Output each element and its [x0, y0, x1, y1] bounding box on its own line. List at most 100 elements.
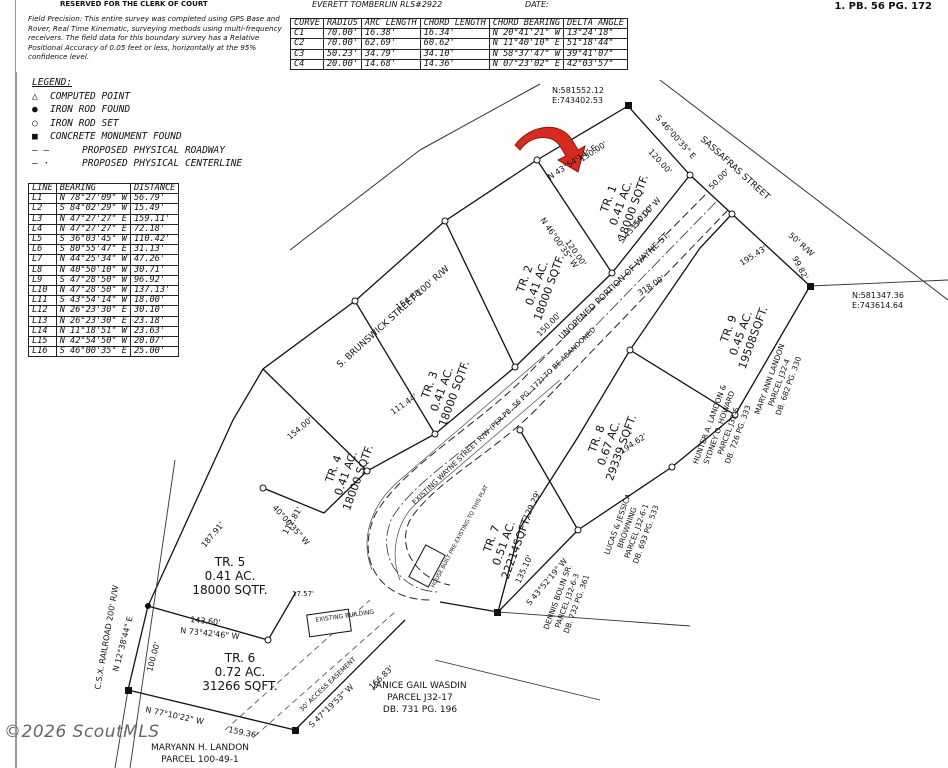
curve-table-cell: 60.62': [419, 38, 490, 50]
curve-table-cell: 16.34': [419, 28, 490, 40]
line-table-cell: 30.71': [129, 264, 180, 276]
curve-table-cell: 50.23': [322, 48, 362, 60]
line-table-cell: L16: [28, 346, 57, 358]
dim-d17: N 73°42'46" W: [180, 626, 240, 641]
line-table-cell: N 26°23'30" E: [55, 315, 131, 327]
dim-d32: 40°00'35" W: [271, 503, 312, 547]
open-circle-icon: ○: [32, 117, 38, 129]
curve-table-cell: 34.79': [360, 48, 421, 60]
line-table-cell: N 42°54'50" W: [55, 336, 131, 348]
legend-item: ●IRON ROD FOUND: [32, 104, 131, 115]
dim-d21: 159.36': [228, 725, 259, 740]
monument-se: [494, 609, 501, 616]
line-table-cell: 72.18': [129, 223, 180, 236]
tract8-9-line: [629, 349, 736, 416]
owner-landon-mary: MARY ANN LANDONPARCEL J32-4DB. 682 PG. 3…: [753, 343, 806, 423]
monuments: [125, 102, 814, 734]
line-header: LINE: [28, 182, 57, 195]
curve-table-cell: 70.00': [322, 28, 362, 40]
tract7-8-divider: [519, 429, 579, 531]
legend-item: △COMPUTED POINT: [32, 90, 131, 102]
tract2-3-line: [444, 220, 516, 368]
tract6-east: [294, 619, 406, 731]
tract7-east: [497, 529, 579, 613]
line-table-cell: L4: [28, 223, 57, 236]
curve-table-cell: N 58°37'47" W: [488, 48, 565, 60]
existing-wayne-rw: [366, 354, 561, 581]
curve-table-cell: C3: [290, 48, 324, 60]
line-table-cell: 56.79': [129, 193, 180, 205]
dim-d25: 195.43': [738, 244, 768, 268]
dim-d13: 154.00': [286, 415, 315, 441]
dim-d31: 17.57': [292, 590, 314, 598]
legend-item: ○IRON ROD SET: [32, 117, 119, 129]
tract-1-label: TR. 10.41 AC.18000 SQTF.: [591, 164, 651, 242]
line-table-cell: 15.49': [129, 203, 180, 215]
plat-reference: 1. PB. 56 PG. 172: [834, 1, 932, 12]
dim-d28: 129.29': [522, 490, 543, 521]
line-table-cell: L15: [28, 336, 57, 348]
line-table-cell: 30.10': [129, 305, 180, 317]
dim-d12: 111.44': [389, 392, 419, 417]
curve-header: DELTA ANGLE: [563, 17, 628, 30]
line-table-cell: 25.00': [129, 346, 180, 358]
curve-table-cell: 42°03'57": [563, 58, 628, 71]
tract1-2-line: [536, 159, 613, 274]
line-table-cell: S 46°00'35" E: [55, 346, 131, 358]
curve-table-cell: 14.68': [360, 58, 421, 71]
line-table-cell: L7: [28, 254, 57, 266]
line-table-cell: N 44°25'34" W: [55, 254, 131, 266]
tract-labels: TR. 10.41 AC.18000 SQTF. TR. 20.41 AC.18…: [192, 164, 770, 693]
line-table-cell: 159.11': [129, 213, 180, 225]
curve-header: CHORD LENGTH: [419, 17, 490, 30]
line-table-cell: 47.26': [129, 254, 180, 266]
line-table-cell: N 40°50'10" W: [55, 264, 131, 276]
tract4-5-lower: [262, 487, 325, 514]
tract-2-label: TR. 20.41 AC.18000 SQTF.: [507, 244, 567, 322]
clerk-reserved-label: RESERVED FOR THE CLERK OF COURT: [60, 0, 208, 8]
neighbor-lines: [114, 279, 948, 768]
line-table-cell: N 47°27'27" E: [55, 223, 131, 236]
curve-table-cell: C1: [290, 28, 324, 40]
date-label: DATE:: [525, 0, 549, 9]
existing-building: [306, 608, 352, 638]
monument-s: [292, 727, 299, 734]
line-table-cell: L5: [28, 234, 57, 246]
curve-table-cell: 14.36': [419, 58, 490, 71]
tract8-east: [671, 414, 736, 468]
legend-item: — ·PROPOSED PHYSICAL CENTERLINE: [32, 158, 243, 169]
curve-header: CURVE: [290, 17, 324, 30]
rod-found: [145, 603, 151, 609]
sassafras-rw-label: 50' R/W: [787, 231, 816, 259]
curve-table-cell: 70.00': [322, 38, 362, 50]
line-table-cell: L14: [28, 325, 57, 338]
tract9-east: [734, 285, 811, 416]
dim-d22: S 47°19'53" W: [307, 682, 355, 729]
line-table-cell: L1: [28, 193, 57, 205]
monument-sw: [125, 687, 132, 694]
line-table-cell: S 36°03'45" W: [55, 234, 131, 246]
line-table-cell: S 84°02'29" W: [55, 203, 131, 215]
curve-table-cell: N 07°23'02" E: [488, 58, 565, 71]
field-precision-panel: [16, 0, 290, 72]
tract5-inner: [267, 591, 297, 641]
triangle-icon: △: [32, 90, 38, 102]
line-table-cell: 110.42': [129, 234, 180, 246]
